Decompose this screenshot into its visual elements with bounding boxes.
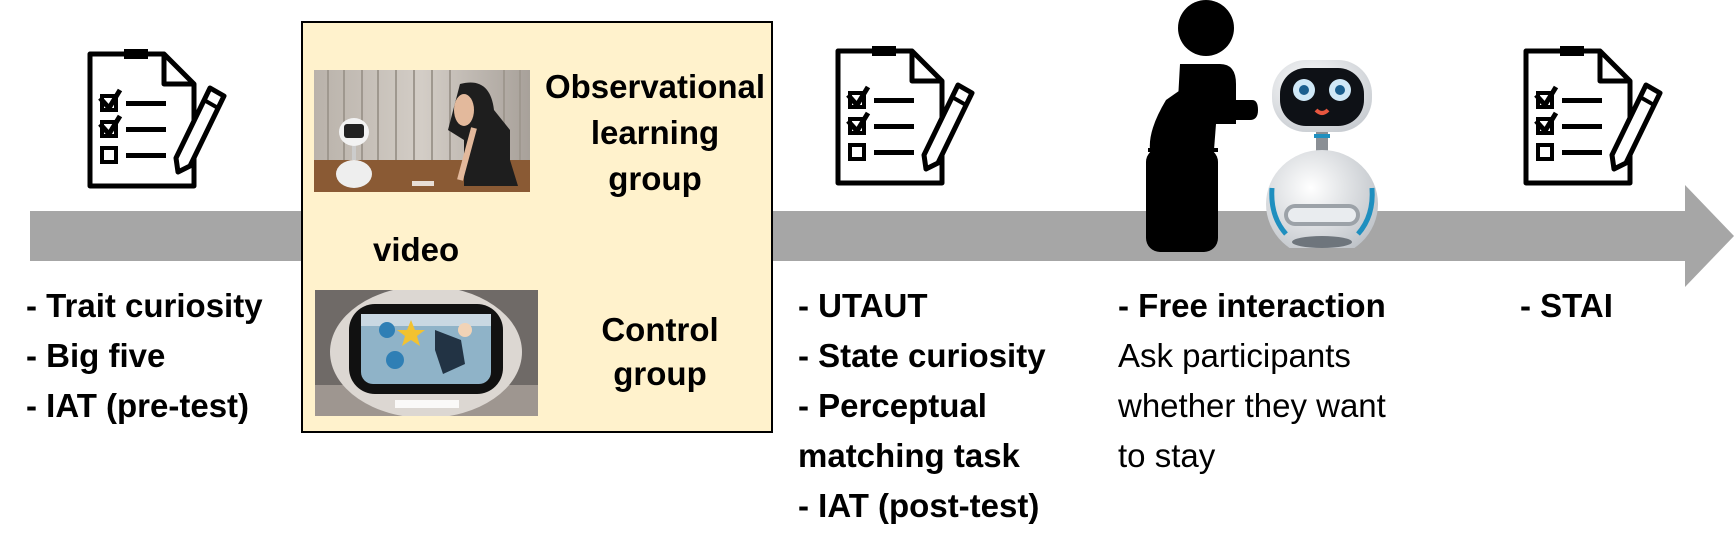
list-item: - Big five <box>26 337 166 374</box>
list-item: - Trait curiosity <box>26 287 263 324</box>
timeline-arrow-shaft <box>30 211 1685 261</box>
stage1-measures-list: - Trait curiosity - Big five - IAT (pre-… <box>26 281 263 431</box>
stage4-line: Ask participants <box>1118 337 1351 374</box>
list-item: - STAI <box>1520 287 1613 324</box>
robot-icon <box>1262 56 1380 248</box>
questionnaire-icon <box>1518 45 1668 190</box>
list-item: - UTAUT <box>798 287 928 324</box>
person-icon <box>1138 0 1258 254</box>
control-group-label: Control group <box>601 311 719 392</box>
list-item: - State curiosity <box>798 337 1046 374</box>
timeline-arrow-head <box>1685 185 1734 287</box>
stage4-interaction-text: - Free interaction Ask participants whet… <box>1118 281 1386 481</box>
list-item: - Perceptual <box>798 387 987 424</box>
stage5-measures-list: - STAI <box>1520 281 1613 331</box>
questionnaire-icon <box>82 48 232 193</box>
stage3-measures-list: - UTAUT - State curiosity - Perceptual m… <box>798 281 1046 531</box>
list-item: - IAT (pre-test) <box>26 387 250 424</box>
list-item: matching task <box>798 437 1020 474</box>
stage4-line: whether they want <box>1118 387 1386 424</box>
control-video-thumbnail <box>315 290 538 416</box>
video-label: video <box>373 231 460 268</box>
free-interaction-title: - Free interaction <box>1118 287 1386 324</box>
questionnaire-icon <box>830 45 980 190</box>
list-item: - IAT (post-test) <box>798 487 1040 524</box>
observational-video-thumbnail <box>314 70 530 192</box>
observational-group-label: Observational learning group <box>544 68 766 197</box>
stage4-line: to stay <box>1118 437 1216 474</box>
